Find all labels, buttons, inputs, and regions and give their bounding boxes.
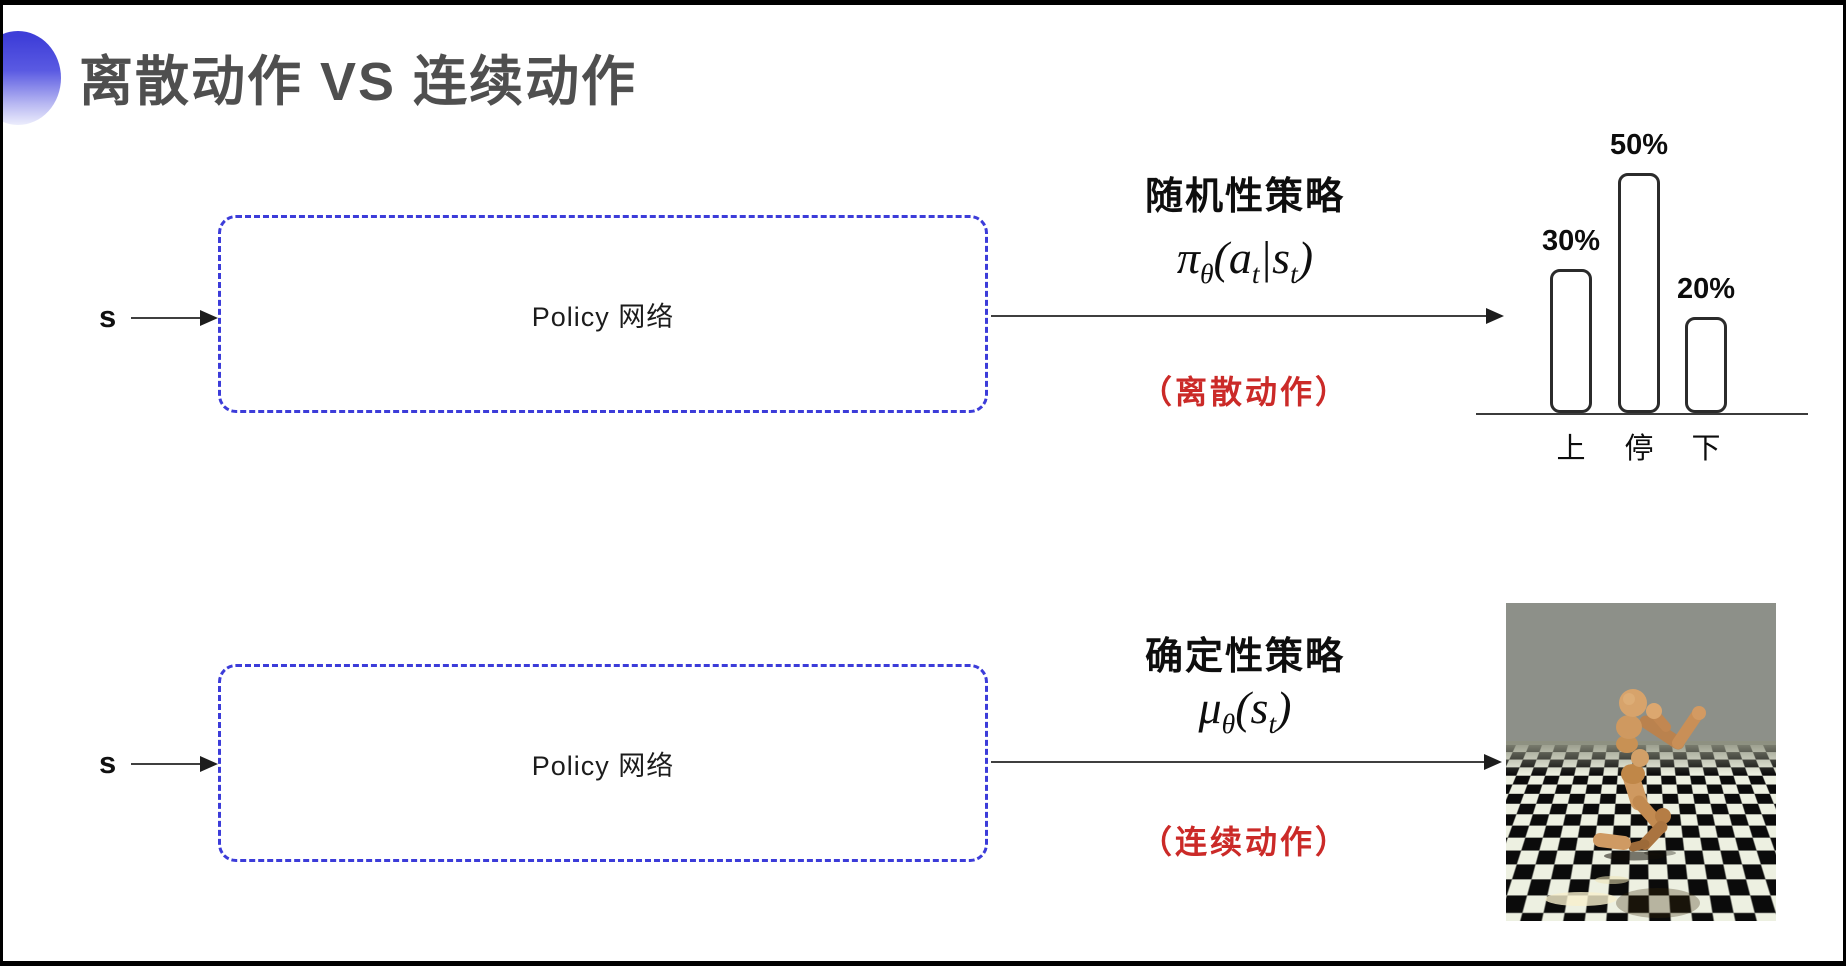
stochastic-policy-formula: πθ(at|st) [1176, 232, 1314, 290]
deterministic-policy-title: 确定性策略 [1144, 636, 1345, 678]
bar-chart-category-label-2: 下 [1691, 433, 1721, 465]
bar-chart-category-label-1: 停 [1624, 433, 1654, 465]
bar-chart-value-label-2: 20% [1676, 273, 1736, 305]
deterministic-input-arrow [131, 756, 218, 772]
humanoid-simulation-image [1506, 603, 1776, 921]
stochastic-policy-network-label: Policy 网络 [531, 301, 675, 332]
bar-chart-bar-1 [1618, 173, 1660, 413]
bar-chart-bar-0 [1550, 269, 1592, 413]
stochastic-action-note: （离散动作） [1139, 374, 1350, 410]
deterministic-output-arrow [991, 754, 1502, 770]
title-bullet-icon [3, 31, 61, 125]
stochastic-policy-title: 随机性策略 [1144, 176, 1345, 218]
page-title: 离散动作 VS 连续动作 [79, 52, 638, 112]
bar-chart-category-label-0: 上 [1556, 433, 1586, 465]
humanoid-robot [1545, 689, 1706, 918]
deterministic-action-note: （连续动作） [1139, 824, 1350, 860]
deterministic-policy-network-label: Policy 网络 [531, 750, 675, 781]
bar-chart-value-label-1: 50% [1609, 129, 1669, 161]
deterministic-input-state-label: s [99, 745, 117, 780]
bar-chart-bar-2 [1685, 317, 1727, 413]
deterministic-policy-network-box: Policy 网络 [218, 664, 988, 862]
deterministic-policy-formula: μθ(st) [1198, 682, 1292, 740]
stochastic-input-arrow [131, 310, 218, 326]
bar-chart-value-label-0: 30% [1541, 225, 1601, 257]
stochastic-input-state-label: s [99, 299, 117, 334]
stochastic-policy-network-box: Policy 网络 [218, 215, 988, 413]
bar-chart: 30% 上 50% 停 20% 下 [1476, 103, 1816, 471]
slide: 离散动作 VS 连续动作 s Policy 网络 随机性策略 πθ(at|st)… [3, 5, 1843, 961]
bar-chart-baseline [1476, 413, 1808, 415]
stochastic-output-arrow [991, 308, 1504, 324]
